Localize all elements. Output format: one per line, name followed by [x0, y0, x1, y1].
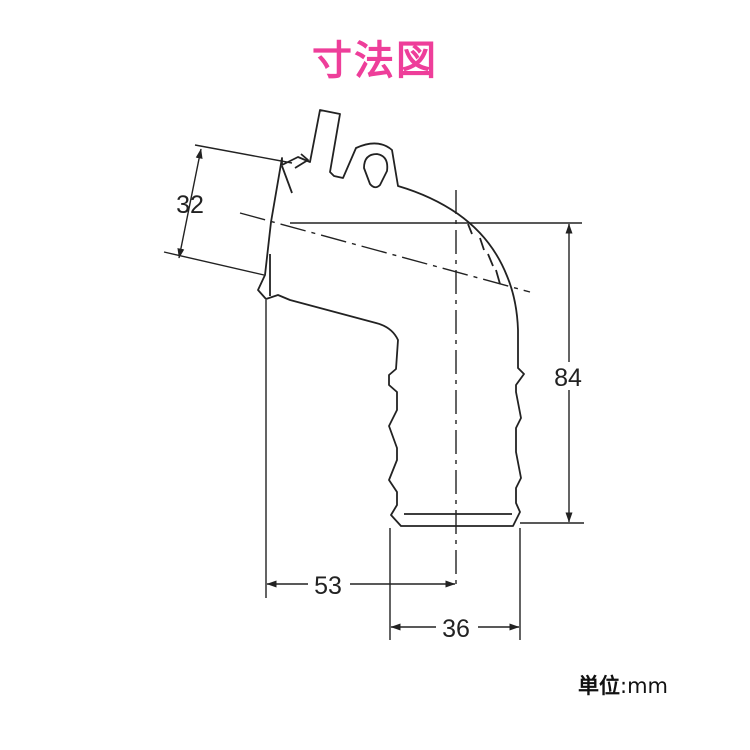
dim-label-84: 84 [554, 364, 582, 392]
unit-label: 単位 [578, 674, 620, 698]
unit-note: 単位:mm [578, 670, 668, 700]
fitting-body-outline [257, 109, 525, 527]
dim-label-32: 32 [176, 191, 204, 219]
unit-value: mm [627, 674, 668, 698]
page-title: 寸法図 [312, 38, 438, 84]
unit-separator: : [620, 674, 628, 698]
dim-label-53: 53 [314, 572, 342, 600]
dim-label-36: 36 [442, 615, 470, 643]
